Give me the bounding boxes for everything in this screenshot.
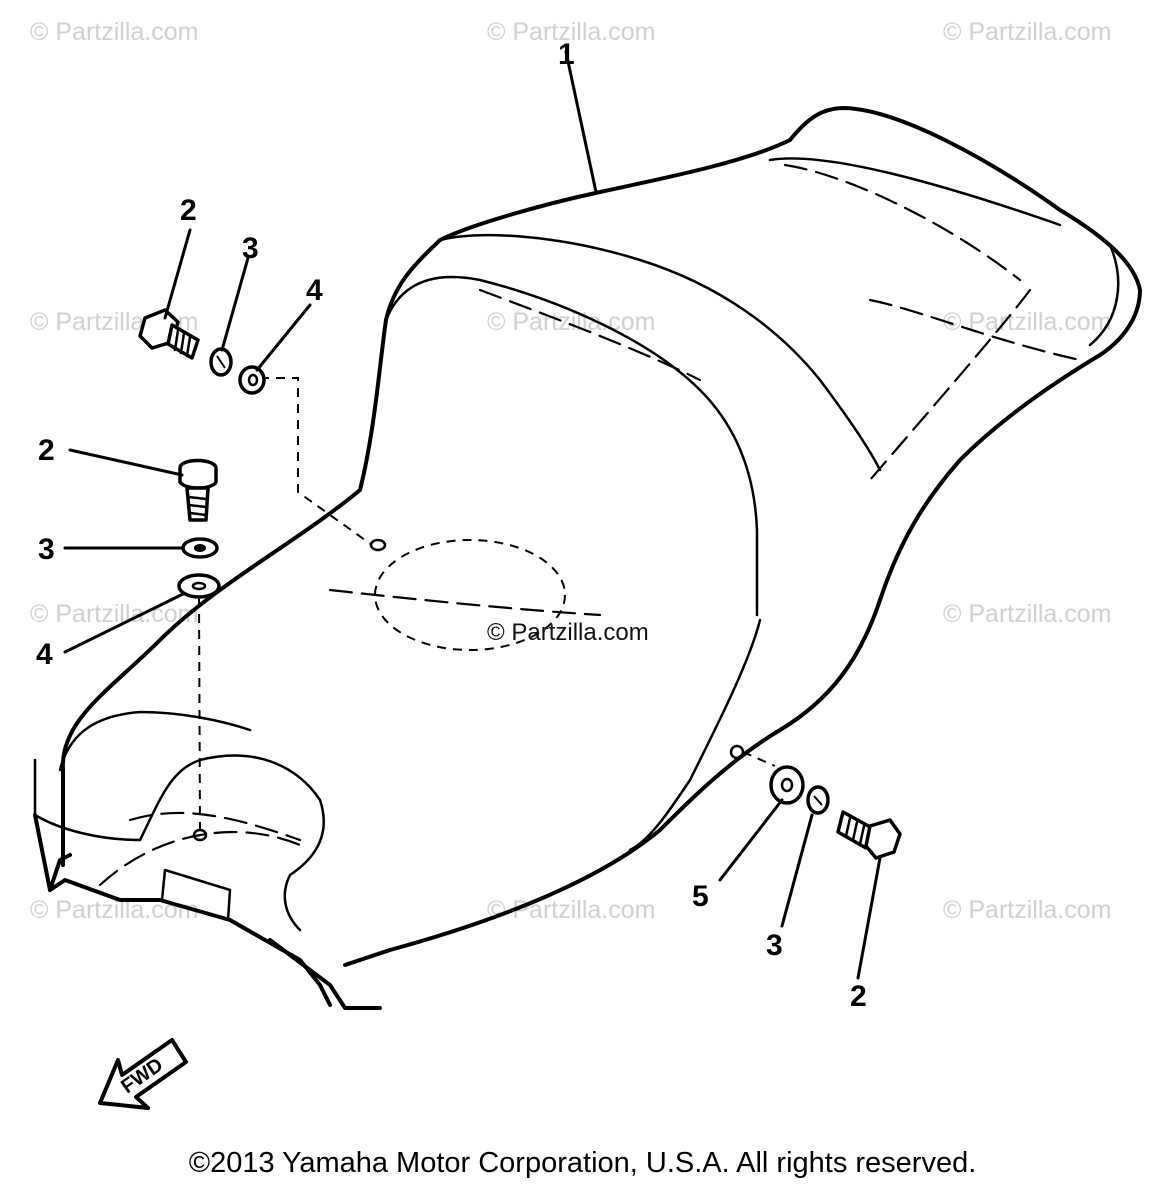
seat-outline [60,106,1142,967]
leader-lines [63,50,882,980]
bolt-upper [138,308,200,360]
callout-lockwasher-upper: 3 [242,232,259,265]
seat-base-bottom [268,938,382,1010]
seat-mount-hole-left [369,538,387,552]
leader-washer-right [718,798,784,882]
seat-mount-hole-right [729,744,745,760]
fwd-arrow-shape [98,1038,188,1110]
watermark: © Partzilla.com [30,18,198,46]
leader-bolt-upper [163,228,192,320]
lockwasher-right [806,785,830,815]
seat-stitch-rear-3 [868,288,1032,482]
leader-seat [564,50,598,194]
callout-bolt-right: 2 [850,980,867,1013]
leader-bolt-left [68,448,184,477]
watermark: © Partzilla.com [943,308,1111,336]
seat-hidden-recess [374,539,566,651]
callout-washer-left: 4 [36,638,53,671]
lockwasher-upper [209,347,233,377]
leader-bolt-right [856,856,882,980]
seat-stitch-mid [478,288,702,382]
watermark: © Partzilla.com [943,896,1111,924]
washer-upper [238,365,266,395]
callout-washer-right: 5 [692,880,709,913]
callout-washer-upper: 4 [306,274,323,307]
assembly-line-right [742,751,776,767]
seat-hump-edge [384,275,759,617]
seat-stitch-rear-1 [783,163,1022,282]
copyright-notice: ©2013 Yamaha Motor Corporation, U.S.A. A… [188,1147,977,1179]
seat-rear-top-edge [768,157,1062,227]
watermark: © Partzilla.com [30,600,198,628]
seat-stitch-front [98,831,302,887]
seat-base-tab [160,868,232,922]
callouts: 1 2 3 4 2 3 4 5 3 2 [36,38,867,1013]
callout-lockwasher-left: 3 [38,533,55,566]
seat-rear-back-edge [1088,243,1120,347]
seat-stitch-base [128,811,302,842]
leader-washer-upper [255,303,312,372]
washer-right [769,765,805,805]
callout-seat: 1 [558,38,575,71]
assembly-line-left [198,597,201,831]
watermark-center: © Partzilla.com [487,619,649,646]
leader-lockwasher-right [780,813,814,928]
seat-front-rim [58,710,252,772]
seat-stitch-rear-2 [868,298,1082,362]
lockwasher-left [181,537,219,559]
seat-front-bevel [33,758,142,842]
leader-lockwasher-upper [220,256,250,352]
washer-left [177,573,221,599]
callout-lockwasher-right: 3 [766,929,783,962]
watermark: © Partzilla.com [487,18,655,46]
watermark: © Partzilla.com [943,18,1111,46]
callout-bolt-left: 2 [38,434,55,467]
seat-drawing [33,106,1142,1010]
assembly-line-upper [260,377,373,546]
callout-bolt-upper: 2 [180,194,197,227]
watermark: © Partzilla.com [30,896,198,924]
seat-rear-step [438,233,882,472]
seat-base-front [33,813,72,892]
watermark: © Partzilla.com [487,308,655,336]
seat-side-edge [628,618,762,852]
assembly-lines [198,377,776,831]
fwd-arrow: FWD [98,1038,188,1110]
bolt-right [836,810,902,860]
seat-front-cutout [138,754,325,932]
seat-stitch-pan [328,588,602,617]
leader-washer-left [63,592,185,654]
bolt-left [178,458,218,522]
watermark: © Partzilla.com [943,600,1111,628]
